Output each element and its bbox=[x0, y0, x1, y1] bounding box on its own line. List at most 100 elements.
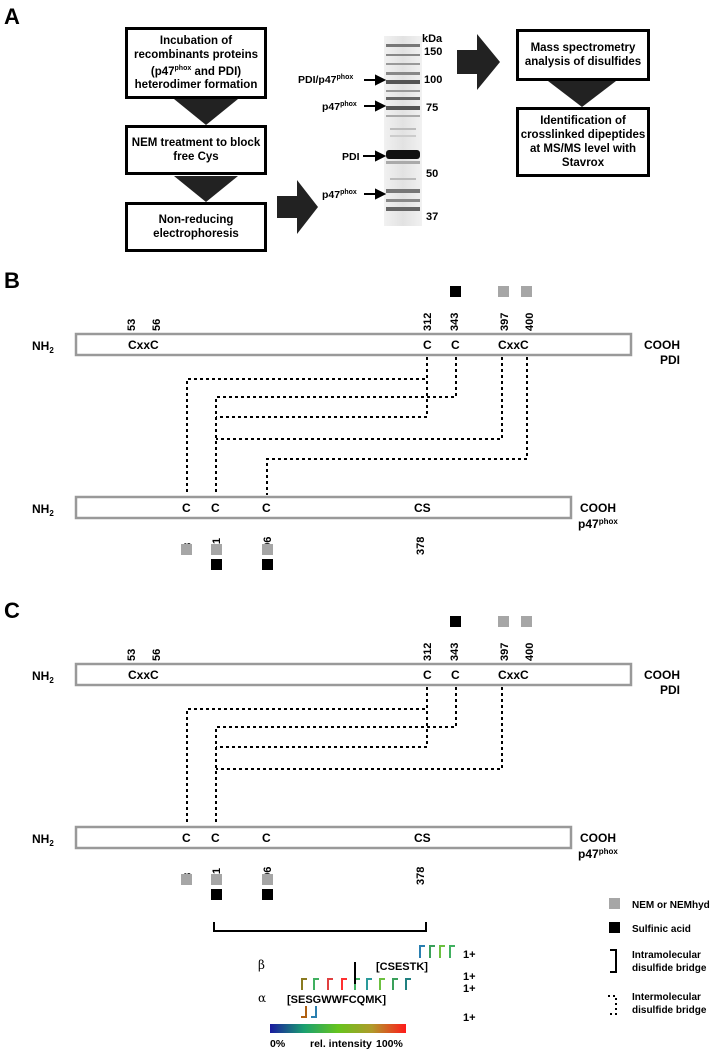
marker-100: 100 bbox=[424, 74, 442, 86]
sulfinic-marker bbox=[262, 559, 273, 570]
fragment-ions bbox=[301, 945, 455, 1018]
p47-c98: C bbox=[182, 831, 191, 845]
band-label-p47-lower: p47phox bbox=[322, 189, 357, 201]
p47-c111: C bbox=[211, 831, 220, 845]
nem-marker bbox=[521, 286, 532, 297]
right-arrow-icon bbox=[277, 180, 318, 234]
p47-residue-number: 378 bbox=[415, 867, 427, 885]
nem-marker bbox=[181, 544, 192, 555]
pdi-residue-number: 312 bbox=[422, 643, 434, 661]
pdi-residue-number: 397 bbox=[499, 643, 511, 661]
pdi-motif-right: CxxC bbox=[498, 668, 529, 682]
intermolecular-disulfide-bridge bbox=[186, 687, 428, 825]
flow-box-nem: NEM treatment to block free Cys bbox=[125, 125, 267, 175]
alpha-peptide: [SESGWWFCQMK] bbox=[287, 994, 386, 1006]
panel-a-label: A bbox=[4, 4, 20, 29]
gel-lane bbox=[384, 36, 422, 226]
pdi-n-terminus: NH2 bbox=[32, 339, 54, 355]
sup-text: phox bbox=[174, 64, 192, 72]
pdi-motif-right: CxxC bbox=[498, 338, 529, 352]
panel-b-label: B bbox=[4, 268, 20, 293]
charge-label: 1+ bbox=[463, 971, 476, 983]
marker-50: 50 bbox=[426, 168, 438, 180]
alpha-symbol: α bbox=[258, 991, 266, 1005]
beta-peptide: [CSESTK] bbox=[376, 961, 428, 973]
charge-label: 1+ bbox=[463, 949, 476, 961]
intra-bracket-icon bbox=[610, 949, 617, 973]
p47-c111: C bbox=[211, 501, 220, 515]
legend-sulfinic-label: Sulfinic acid bbox=[632, 924, 691, 935]
inter-bracket-icon bbox=[608, 995, 617, 1015]
pdi-bar bbox=[74, 332, 633, 357]
flow-box-identification-text: Identification of crosslinked dipeptides… bbox=[520, 115, 646, 169]
p47-c196: C bbox=[262, 501, 271, 515]
sulfinic-marker bbox=[450, 616, 461, 627]
nem-marker bbox=[498, 616, 509, 627]
sulfinic-marker bbox=[262, 889, 273, 900]
pdi-n-terminus: NH2 bbox=[32, 669, 54, 685]
legend-inter-line2: disulfide bridge bbox=[632, 1005, 707, 1016]
right-arrow-icon bbox=[457, 34, 500, 90]
panel-c-label: C bbox=[4, 598, 20, 623]
pdi-c-terminus: COOH bbox=[644, 338, 680, 352]
legend-sulfinic-swatch bbox=[609, 922, 620, 933]
pdi-bar bbox=[74, 662, 633, 687]
pdi-residue-number: 53 bbox=[126, 649, 138, 661]
nem-marker bbox=[262, 544, 273, 555]
pdi-c343: C bbox=[451, 338, 460, 352]
flow-box-mass-spec: Mass spectrometry analysis of disulfides bbox=[516, 29, 650, 81]
band-label-pdi-p47: PDI/p47phox bbox=[298, 74, 353, 86]
flow-box-electrophoresis: Non-reducing electrophoresis bbox=[125, 202, 267, 252]
sulfinic-marker bbox=[211, 889, 222, 900]
pdi-name: PDI bbox=[660, 353, 680, 367]
scale-max: 100% bbox=[376, 1038, 404, 1050]
pdi-residue-number: 56 bbox=[151, 319, 163, 331]
flow-box-identification: Identification of crosslinked dipeptides… bbox=[516, 107, 650, 177]
intermolecular-disulfide-bridge bbox=[266, 357, 528, 495]
pdi-residue-number: 343 bbox=[449, 313, 461, 331]
pdi-residue-number: 343 bbox=[449, 643, 461, 661]
marker-75: 75 bbox=[426, 102, 438, 114]
intermolecular-disulfide-bridge bbox=[216, 357, 428, 418]
beta-symbol: β bbox=[258, 958, 265, 972]
intermolecular-disulfide-bridge bbox=[215, 687, 457, 825]
p47-n-terminus: NH2 bbox=[32, 832, 54, 848]
p47-bar bbox=[74, 825, 573, 850]
p47-c98: C bbox=[182, 501, 191, 515]
legend-nem-swatch bbox=[609, 898, 620, 909]
p47-residue-number: 378 bbox=[415, 537, 427, 555]
nem-marker bbox=[181, 874, 192, 885]
charge-label: 1+ bbox=[463, 983, 476, 995]
marker-37: 37 bbox=[426, 211, 438, 223]
scale-min: 0% bbox=[270, 1038, 286, 1050]
intermolecular-disulfide-bridge bbox=[216, 357, 503, 440]
sulfinic-marker bbox=[211, 559, 222, 570]
band-label-pdi: PDI bbox=[342, 151, 360, 163]
gel-unit-label: kDa bbox=[422, 33, 443, 45]
charge-label: 1+ bbox=[463, 1012, 476, 1024]
pdi-c312: C bbox=[423, 338, 432, 352]
legend-inter-line1: Intermolecular bbox=[632, 992, 701, 1003]
p47-cs: CS bbox=[414, 831, 431, 845]
pdi-c312: C bbox=[423, 668, 432, 682]
nem-marker bbox=[211, 544, 222, 555]
pdi-residue-number: 53 bbox=[126, 319, 138, 331]
p47-n-terminus: NH2 bbox=[32, 502, 54, 518]
legend-nem-label: NEM or NEMhyd bbox=[632, 900, 710, 911]
intermolecular-disulfide-bridge bbox=[186, 357, 428, 495]
nem-marker bbox=[498, 286, 509, 297]
nem-marker bbox=[211, 874, 222, 885]
down-arrow-icon bbox=[548, 81, 616, 107]
nem-marker bbox=[262, 874, 273, 885]
pdi-residue-number: 397 bbox=[499, 313, 511, 331]
pdi-motif-left: CxxC bbox=[128, 338, 159, 352]
marker-150: 150 bbox=[424, 46, 442, 58]
p47-name: p47phox bbox=[578, 517, 618, 531]
pdi-residue-number: 400 bbox=[524, 643, 536, 661]
intensity-colorbar bbox=[270, 1024, 406, 1033]
p47-c-terminus: COOH bbox=[580, 501, 616, 515]
pdi-residue-number: 312 bbox=[422, 313, 434, 331]
p47-cs: CS bbox=[414, 501, 431, 515]
